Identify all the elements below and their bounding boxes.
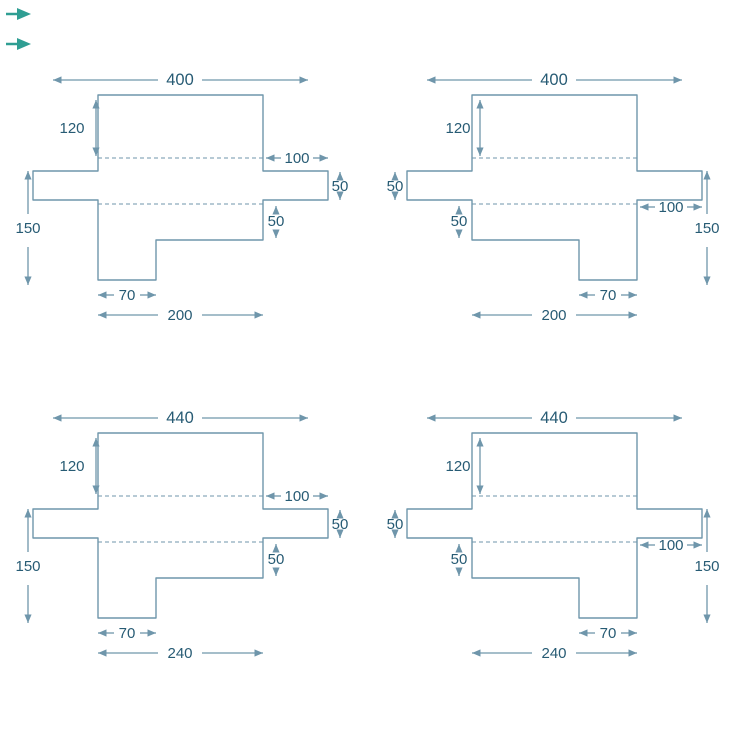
diagram-top-right: 400 120 150 100 50 (382, 50, 742, 350)
pattern-drawing: 400 120 150 100 50 (387, 71, 720, 324)
dim-label: 120 (59, 458, 84, 475)
dim-label: 50 (451, 551, 468, 568)
dim-label: 100 (284, 150, 309, 167)
dim-label: 50 (332, 516, 349, 533)
dim-arm-width: 50 (332, 510, 349, 538)
dim-back-height: 120 (445, 100, 484, 156)
dim-seat-drop: 50 (268, 544, 285, 576)
dim-bottom-width: 200 (472, 307, 637, 324)
dim-label: 70 (600, 287, 617, 304)
dim-side-height: 150 (694, 509, 720, 623)
dim-label: 50 (268, 213, 285, 230)
dim-label: 150 (694, 220, 719, 237)
diagram-top-left: 400 120 150 100 50 (8, 50, 368, 350)
dim-label: 50 (451, 213, 468, 230)
dim-label: 70 (119, 625, 136, 642)
dim-label: 200 (167, 307, 192, 324)
dim-back-height: 120 (445, 438, 484, 494)
dim-label: 50 (268, 551, 285, 568)
dim-top-width: 440 (427, 409, 682, 427)
teal-arrow-icon (6, 8, 31, 20)
dim-label: 240 (167, 645, 192, 662)
dim-bottom-width: 240 (98, 645, 263, 662)
dim-arm-length: 100 (640, 199, 702, 216)
dim-top-width: 440 (53, 409, 308, 427)
dim-seat-drop: 50 (268, 206, 285, 238)
diagram-bottom-right: 440 120 150 100 50 (382, 388, 742, 688)
dim-label: 120 (59, 120, 84, 137)
dim-arm-length: 100 (266, 150, 328, 167)
dim-label: 150 (694, 558, 719, 575)
dim-seat-drop: 50 (451, 544, 468, 576)
pattern-drawing: 440 120 150 100 50 (387, 409, 720, 662)
dim-label: 70 (119, 287, 136, 304)
diagram-bottom-left: 440 120 150 100 50 (8, 388, 368, 688)
dim-top-width: 400 (53, 71, 308, 89)
dim-label: 150 (15, 558, 40, 575)
dim-label: 100 (658, 537, 683, 554)
dim-label: 70 (600, 625, 617, 642)
corner-marks (6, 8, 31, 50)
dim-arm-width: 50 (332, 172, 349, 200)
dim-foot-width: 70 (98, 287, 156, 304)
dim-label: 120 (445, 120, 470, 137)
cover-outline (32, 432, 329, 619)
dim-foot-width: 70 (579, 625, 637, 642)
dim-label: 440 (166, 409, 194, 427)
dim-foot-width: 70 (579, 287, 637, 304)
dim-label: 150 (15, 220, 40, 237)
dim-label: 100 (284, 488, 309, 505)
cover-outline (32, 94, 329, 281)
dim-top-width: 400 (427, 71, 682, 89)
dim-bottom-width: 200 (98, 307, 263, 324)
teal-arrow-icon (6, 38, 31, 50)
dim-arm-length: 100 (266, 488, 328, 505)
dim-back-height: 120 (59, 100, 100, 156)
dim-label: 200 (541, 307, 566, 324)
dim-side-height: 150 (15, 171, 41, 285)
dim-seat-drop: 50 (451, 206, 468, 238)
dim-arm-width: 50 (387, 510, 404, 538)
dim-arm-length: 100 (640, 537, 702, 554)
dim-foot-width: 70 (98, 625, 156, 642)
pattern-drawing: 440 120 150 100 50 (15, 409, 349, 662)
cover-outline (406, 432, 703, 619)
dim-label: 100 (658, 199, 683, 216)
pattern-drawing: 400 120 150 100 50 (15, 71, 349, 324)
dim-label: 50 (332, 178, 349, 195)
dim-label: 50 (387, 178, 404, 195)
dim-label: 440 (540, 409, 568, 427)
dim-side-height: 150 (694, 171, 720, 285)
dim-label: 400 (166, 71, 194, 89)
dim-label: 400 (540, 71, 568, 89)
dim-label: 50 (387, 516, 404, 533)
cover-outline (406, 94, 703, 281)
dim-label: 240 (541, 645, 566, 662)
dim-side-height: 150 (15, 509, 41, 623)
dim-bottom-width: 240 (472, 645, 637, 662)
dim-arm-width: 50 (387, 172, 404, 200)
dim-label: 120 (445, 458, 470, 475)
dim-back-height: 120 (59, 438, 100, 494)
